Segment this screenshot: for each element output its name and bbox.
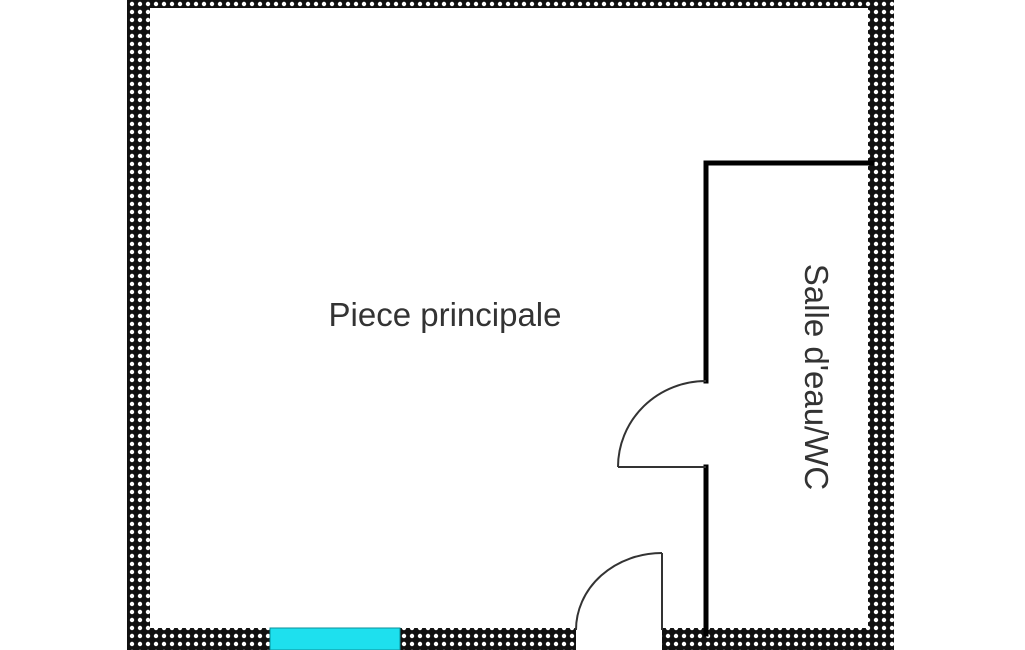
wall-right [868, 0, 894, 640]
bathroom-label: Salle d'eau/WC [798, 264, 835, 490]
window [269, 627, 401, 650]
bathroom-door [617, 380, 707, 468]
wall-bottom-right [662, 628, 894, 650]
entrance-door-arc [575, 552, 663, 631]
wall-left [127, 0, 150, 650]
wall-top [127, 0, 894, 8]
main-room-label: Piece principale [329, 296, 562, 333]
interior-partition [703, 160, 875, 637]
bathroom-door-arc [617, 380, 707, 468]
entrance-door [575, 552, 663, 631]
